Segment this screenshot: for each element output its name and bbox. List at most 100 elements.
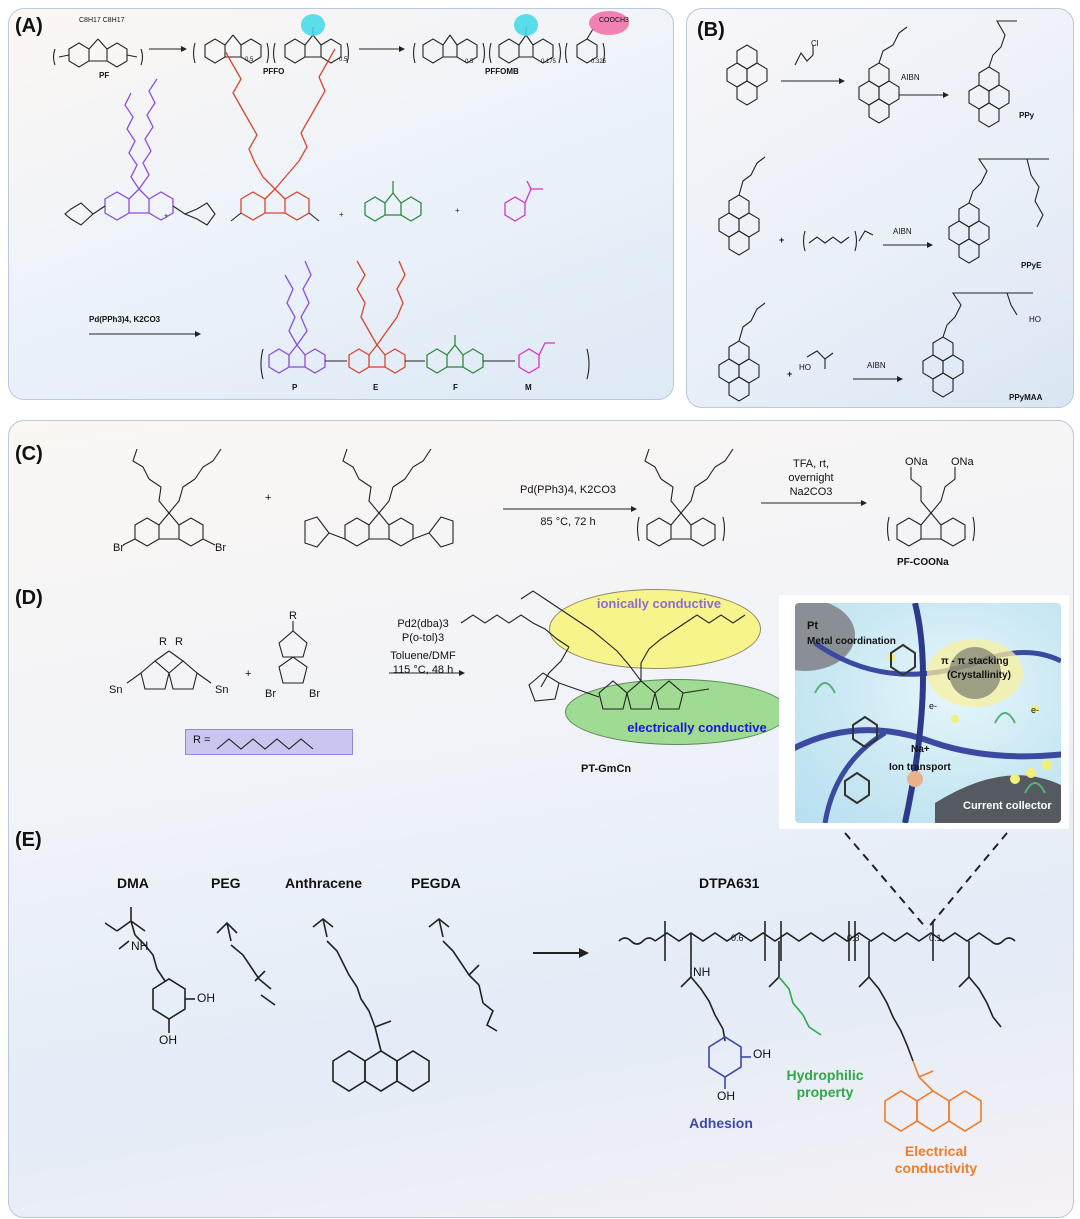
copolymer-m: [518, 342, 555, 374]
mechanism-illustration-inner: Pt Metal coordination π - π stacking (Cr…: [795, 603, 1061, 823]
copolymer-f: [426, 335, 484, 374]
monomer-f-structure: [364, 181, 422, 222]
nh-label: NH: [131, 939, 149, 953]
label-pffomb: PFFOMB: [485, 67, 519, 76]
pt-gmcn-polymer: [460, 590, 746, 710]
current-collector-label: Current collector: [963, 800, 1052, 812]
aibn-1: AIBN: [901, 73, 920, 82]
plus-sign: +: [164, 213, 168, 220]
electrical-anthracene: [884, 1060, 982, 1132]
d-dibromo-monomer: [278, 621, 308, 684]
dtpa631-label: DTPA631: [699, 875, 760, 891]
pyrene-1: [726, 44, 768, 106]
electric-label: electrically conductive: [627, 720, 767, 735]
aibn-3: AIBN: [867, 361, 886, 370]
panel-e-label: (E): [15, 829, 42, 851]
c-step2a: TFA, rt,: [792, 458, 830, 470]
panel-b-structures: [718, 20, 1049, 402]
hydrophilic-peg: [778, 976, 822, 1036]
metal-coordination-label: Metal coordination: [807, 636, 896, 647]
ho-label-b: HO: [799, 363, 811, 372]
monomer-dma-label: DMA: [117, 875, 149, 891]
sub-pffomb-a: 0.5: [465, 59, 474, 65]
pt-gmcn-label: PT-GmCn: [581, 763, 632, 775]
monomer-m-structure: [504, 180, 543, 222]
plus-b2: +: [779, 235, 785, 245]
ona-right: ONa: [951, 456, 974, 468]
c-step2c: Na2CO3: [789, 486, 833, 498]
c-step2b: overnight: [788, 472, 834, 484]
stacking-label: π - π stacking: [941, 656, 1009, 667]
br-right-1: Br: [215, 542, 226, 554]
panel-a-reagents: Pd(PPh3)4, K2CO3: [89, 315, 161, 324]
electrical-line-1: Electrical: [904, 1143, 968, 1159]
hydrophilic-line-1: Hydrophilic: [786, 1067, 864, 1083]
sub-05b: 0.5: [339, 57, 348, 63]
panel-b: (B): [686, 8, 1074, 408]
sn-right: Sn: [215, 684, 229, 696]
panel-b-label: (B): [697, 19, 725, 41]
br-left-1: Br: [113, 542, 124, 554]
c-monomer-dibromo: [122, 448, 222, 547]
oh-label-product-1: OH: [753, 1047, 771, 1061]
fraction-06: 0.6: [731, 933, 744, 943]
r-group-box: [185, 729, 353, 755]
r-label-3: R: [289, 610, 297, 622]
d-cond1: Pd2(dba)3: [397, 618, 449, 630]
oh-label-product-2: OH: [717, 1089, 735, 1103]
c-step1b: 85 °C, 72 h: [540, 516, 596, 528]
sub-pffomb-c: 0.325: [591, 59, 607, 65]
copolymer-e: [348, 260, 406, 374]
sub-05: 0.5: [245, 57, 254, 63]
d-stannane-monomer: [126, 650, 212, 690]
pegda-structure: [428, 917, 498, 1032]
ppymaa-polymer: [922, 292, 1033, 398]
pf-coona-label: PF-COONa: [897, 557, 949, 568]
illustration-art: [795, 603, 1061, 823]
plus-sign: +: [339, 210, 344, 219]
ionic-label: ionically conductive: [596, 596, 722, 611]
pyrene-2: [718, 156, 766, 256]
monomer-p-structure: [104, 78, 174, 221]
electrical-line-2: conductivity: [894, 1160, 978, 1176]
pffo-structure: [192, 27, 350, 64]
panel-d-label: (D): [15, 587, 43, 609]
ho-label-b2: HO: [1029, 315, 1041, 324]
panel-a-structures: + + +: [52, 11, 629, 380]
panel-a-label: (A): [15, 15, 43, 37]
substituent-label: C8H17 C8H17: [79, 17, 125, 24]
anthracene-structure: [312, 917, 430, 1092]
aibn-2: AIBN: [893, 227, 912, 236]
sub-pffomb-b: 0.175: [541, 59, 557, 65]
label-m: M: [525, 383, 532, 392]
ppymaa-label: PPyMAA: [1009, 393, 1043, 402]
fraction-03: 0.3: [847, 933, 860, 943]
peg-structure: [216, 921, 276, 1006]
label-pf: PF: [99, 71, 110, 80]
hydrophilic-line-2: property: [796, 1084, 854, 1100]
c-polymer: [636, 448, 734, 547]
pf-coona-polymer: [886, 467, 976, 547]
d-cond4: 115 °C, 48 h: [392, 664, 454, 676]
oh-label-1: OH: [197, 991, 215, 1005]
adhesion-label: Adhesion: [689, 1115, 753, 1131]
br-d-right: Br: [309, 688, 320, 700]
pt-label: Pt: [807, 620, 818, 632]
br-d-left: Br: [265, 688, 276, 700]
pyrene-ester: [858, 26, 908, 124]
mechanism-illustration: Pt Metal coordination π - π stacking (Cr…: [779, 595, 1069, 829]
oh-label-2: OH: [159, 1033, 177, 1047]
panel-c-label: (C): [15, 443, 43, 465]
boronate-esters: [64, 202, 216, 226]
panel-cde-structures: [104, 448, 1016, 1132]
adhesion-catechol: [708, 1036, 751, 1089]
ppy-polymer: [968, 20, 1017, 128]
na-label: Na+: [911, 744, 930, 755]
label-e: E: [373, 383, 379, 392]
ppye-polymer: [948, 158, 1049, 264]
monomer-anthracene-label: Anthracene: [285, 875, 363, 891]
sn-left: Sn: [109, 684, 123, 696]
nh-label-product: NH: [693, 965, 711, 979]
